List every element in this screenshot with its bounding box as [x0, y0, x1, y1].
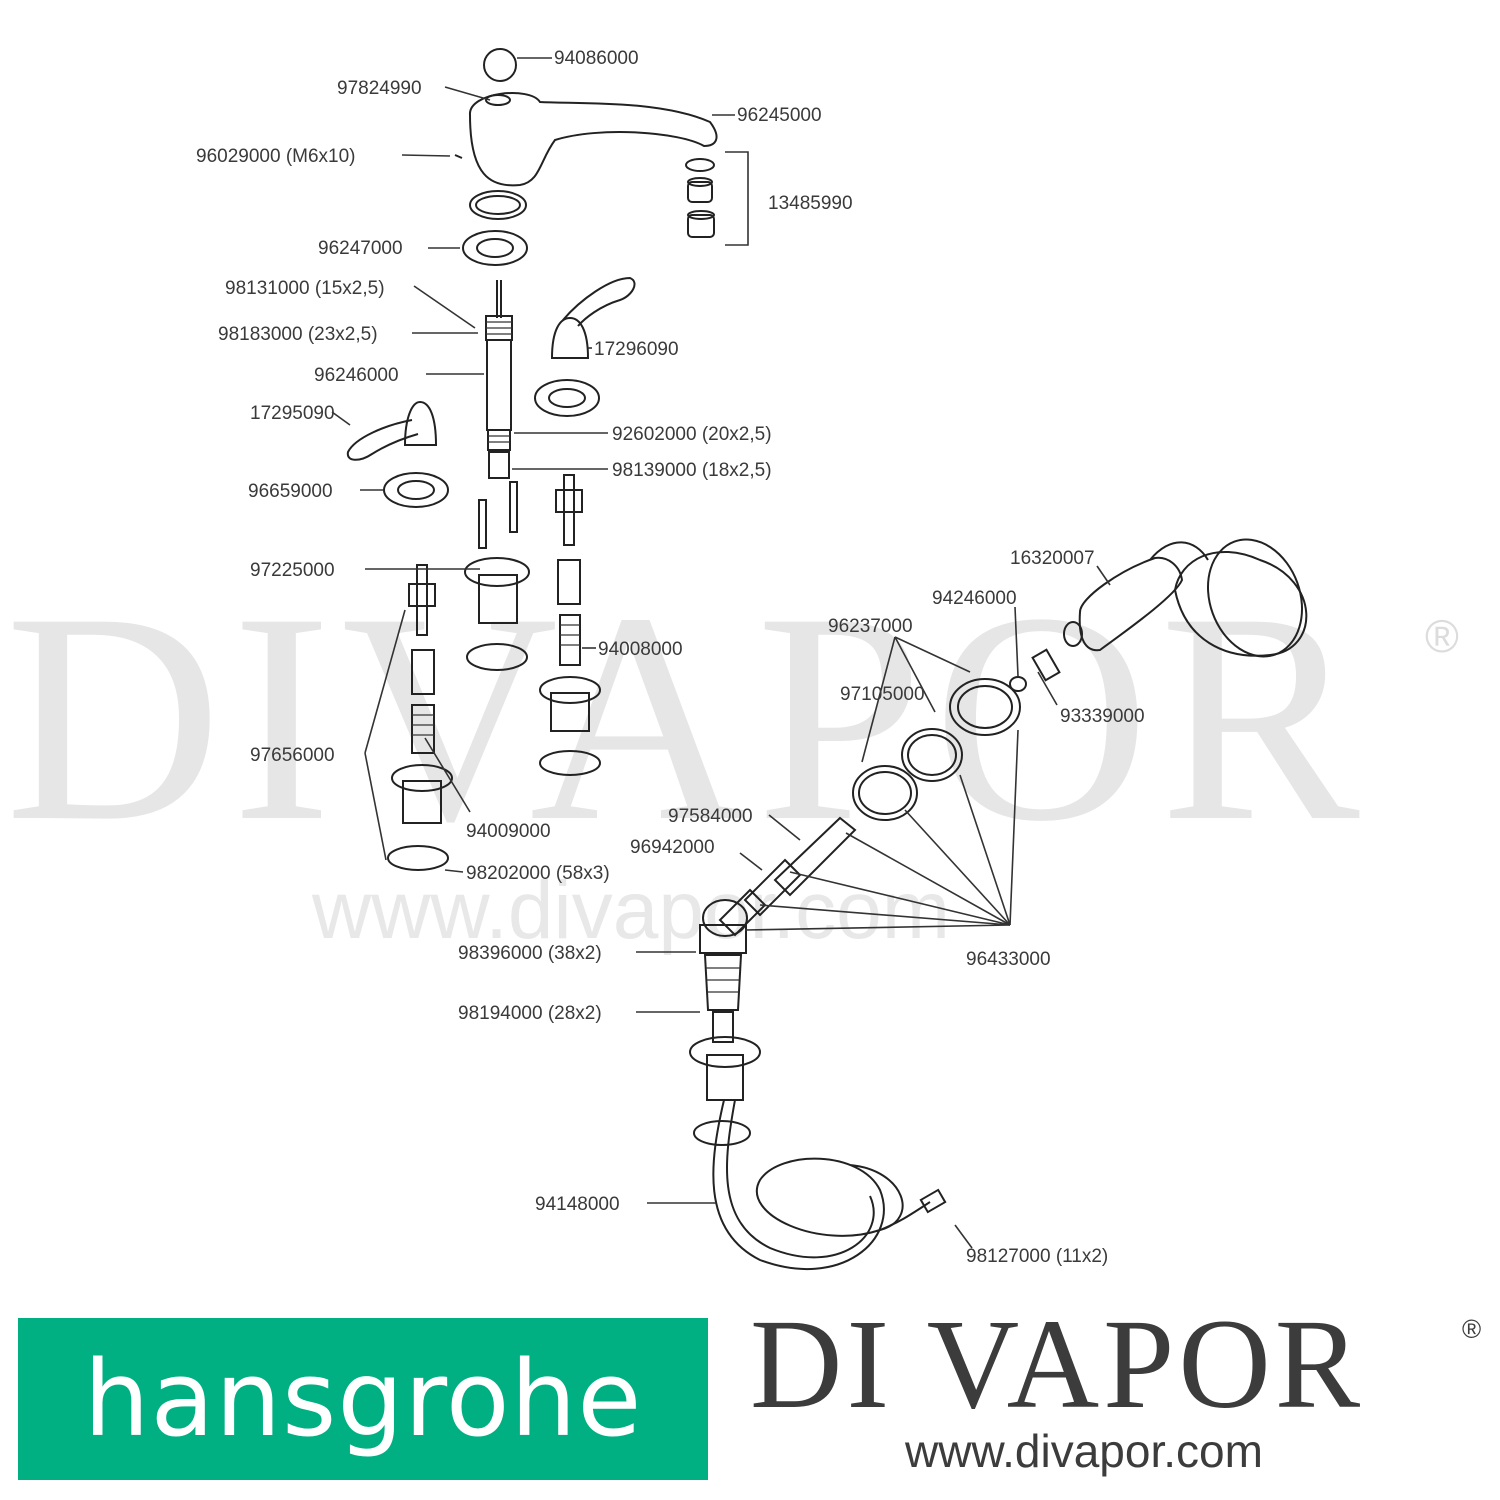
- label-97656000: 97656000: [250, 745, 335, 766]
- leader-lines: [331, 57, 1111, 1249]
- label-16320007: 16320007: [1010, 548, 1095, 569]
- label-97824990: 97824990: [337, 78, 422, 99]
- divapor-wordmark: DI VAPOR: [750, 1293, 1365, 1435]
- valve-left-94009000: [387, 564, 453, 871]
- central-riser: [485, 280, 513, 479]
- label-96246000: 96246000: [314, 365, 399, 386]
- label-98139000: 98139000 (18x2,5): [612, 460, 772, 481]
- label-92602000: 92602000 (20x2,5): [612, 424, 772, 445]
- label-96433000: 96433000: [966, 949, 1051, 970]
- hose-assembly: [689, 816, 947, 1271]
- label-98183000: 98183000 (23x2,5): [218, 324, 378, 345]
- label-98202000: 98202000 (58x3): [466, 863, 610, 884]
- valve-right-94008000: [539, 474, 601, 776]
- label-96237000: 96237000: [828, 616, 913, 637]
- label-94009000: 94009000: [466, 821, 551, 842]
- hansgrohe-logo-text: hansgrohe: [83, 1338, 643, 1460]
- divapor-registered-mark: ®: [1462, 1314, 1482, 1344]
- label-94008000: 94008000: [598, 639, 683, 660]
- label-94086000: 94086000: [554, 48, 639, 69]
- divapor-logo: DI VAPOR ® www.divapor.com: [750, 1293, 1482, 1490]
- label-98194000: 98194000 (28x2): [458, 1003, 602, 1024]
- label-96659000: 96659000: [248, 481, 333, 502]
- label-96942000: 96942000: [630, 837, 715, 858]
- riser-tube-96246000: [486, 339, 512, 431]
- label-97584000: 97584000: [668, 806, 753, 827]
- label-17295090: 17295090: [250, 403, 335, 424]
- label-94246000: 94246000: [932, 588, 1017, 609]
- label-98127000: 98127000 (11x2): [966, 1246, 1108, 1267]
- spout-assembly: [454, 48, 749, 266]
- part-labels: 94086000 97824990 96245000 96029000 (M6x…: [196, 48, 1145, 1267]
- seal-rings: [852, 678, 1021, 821]
- cap-94086000: [483, 48, 517, 82]
- label-96029000: 96029000 (M6x10): [196, 146, 356, 167]
- label-17296090: 17296090: [594, 339, 679, 360]
- label-97105000: 97105000: [840, 684, 925, 705]
- label-13485990: 13485990: [768, 193, 853, 214]
- label-94148000: 94148000: [535, 1194, 620, 1215]
- handle-right-17296090: [534, 276, 636, 417]
- mounting-base: [464, 481, 530, 671]
- handle-left-17295090: [346, 400, 449, 508]
- escutcheon-96247000: [462, 230, 528, 266]
- hand-shower-16320007: [1009, 538, 1308, 692]
- grub-screw: [454, 154, 463, 159]
- watermark-url: www.divapor.com: [311, 865, 950, 956]
- hansgrohe-logo: hansgrohe: [18, 1318, 708, 1480]
- label-98396000: 98396000 (38x2): [458, 943, 602, 964]
- label-93339000: 93339000: [1060, 706, 1145, 727]
- label-98131000: 98131000 (15x2,5): [225, 278, 385, 299]
- divapor-url: www.divapor.com: [905, 1425, 1263, 1477]
- label-96245000: 96245000: [737, 105, 822, 126]
- watermark-registered: ®: [1425, 610, 1459, 662]
- label-96247000: 96247000: [318, 238, 403, 259]
- watermark-brand: DIVAPOR: [5, 551, 1370, 883]
- label-97225000: 97225000: [250, 560, 335, 581]
- spout-body: [468, 92, 718, 187]
